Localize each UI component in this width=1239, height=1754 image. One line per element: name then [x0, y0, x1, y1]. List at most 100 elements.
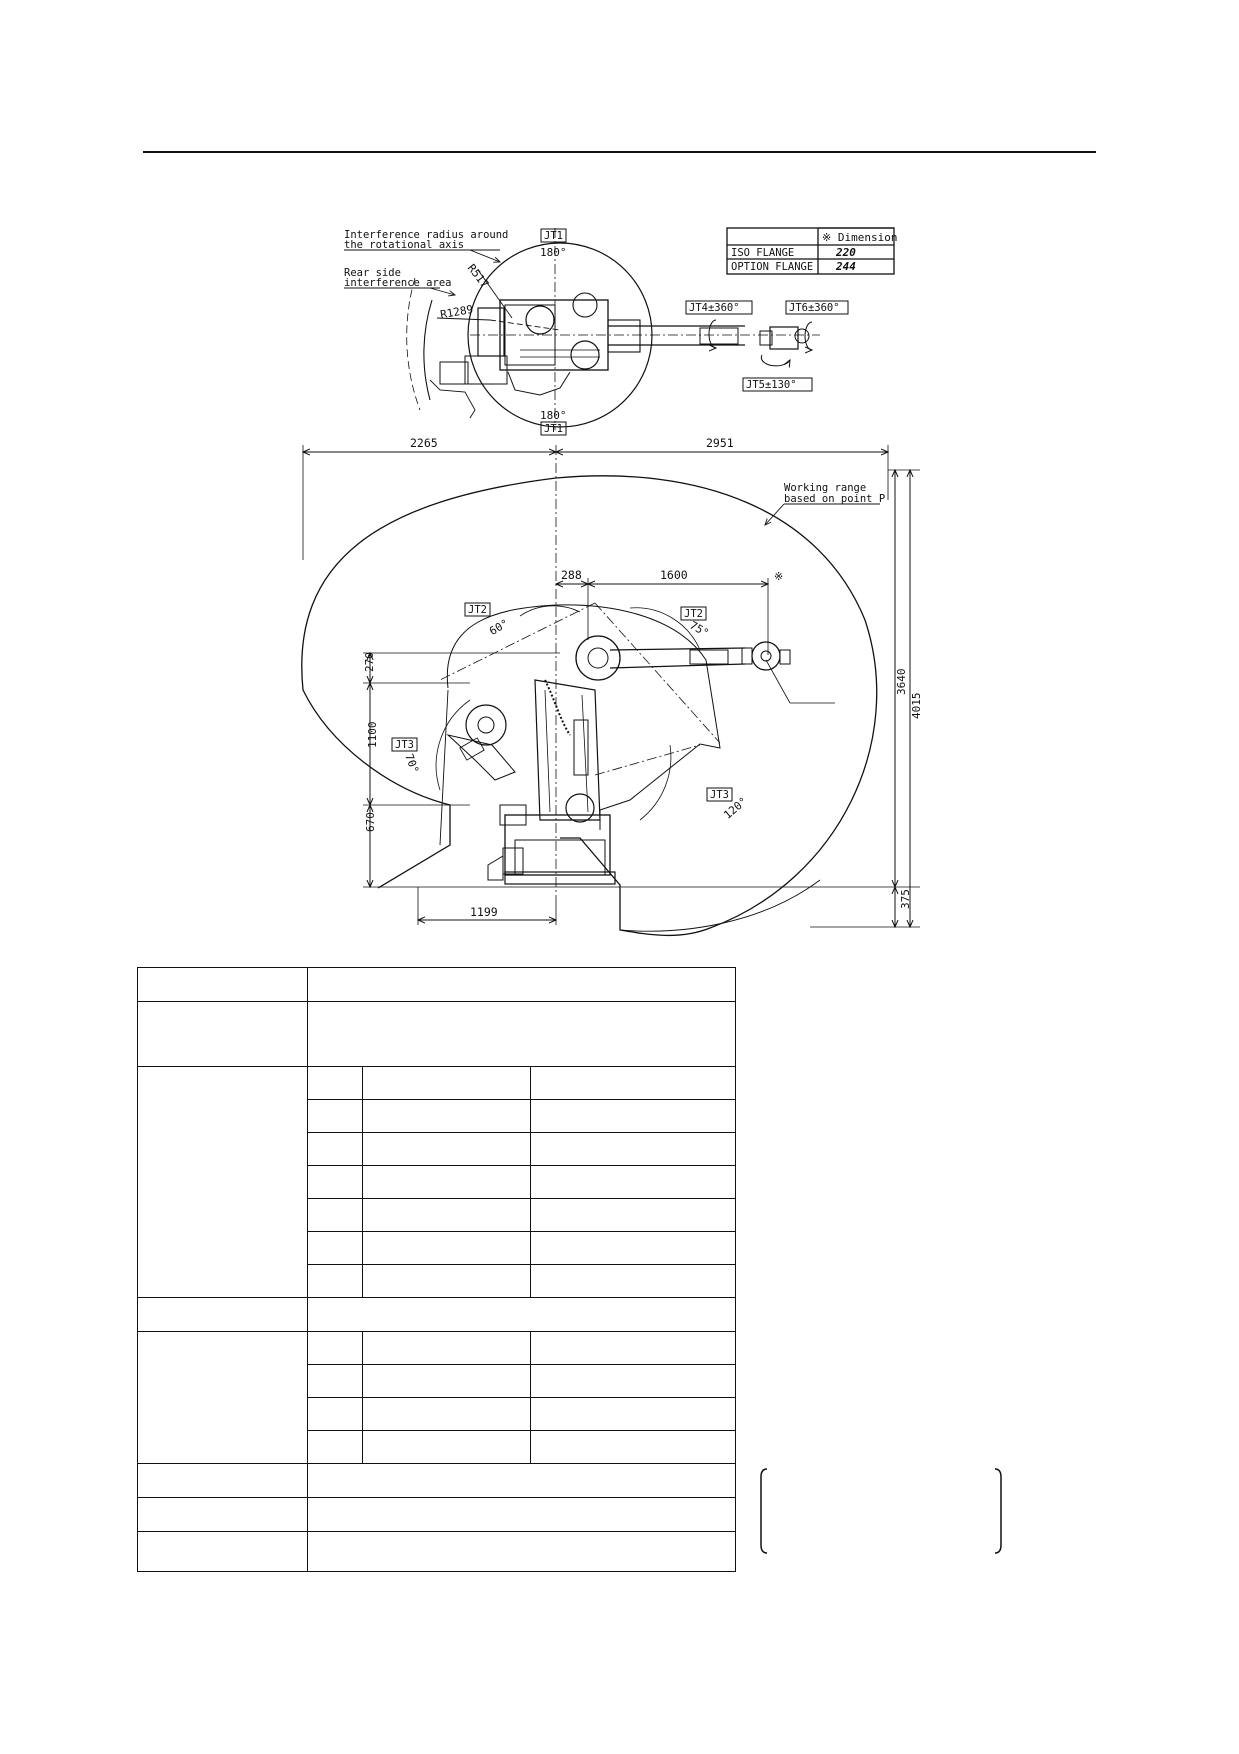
spec-cell: [307, 1264, 363, 1298]
spec-cell: [307, 1066, 363, 1100]
dim-front-reach: 2951: [706, 436, 734, 450]
dim-rear-base: 1199: [470, 905, 498, 919]
jt1-top-tag: JT1: [544, 230, 563, 242]
dim-flange-mark: ※: [774, 570, 783, 583]
spec-cell: [362, 1132, 531, 1166]
jt3-front-tag: JT3: [710, 789, 729, 801]
jt2-rear-tag: JT2: [468, 604, 487, 616]
flange-dimension-table: ※ Dimension ISO FLANGE 220 OPTION FLANGE…: [726, 227, 897, 275]
spec-cell: [362, 1264, 531, 1298]
spec-cell: [137, 1463, 308, 1498]
spec-cell: [307, 1198, 363, 1232]
spec-cell: [307, 1231, 363, 1265]
spec-cell: [307, 1463, 736, 1498]
spec-row: [137, 1463, 736, 1498]
top-view: Interference radius around the rotationa…: [344, 228, 849, 436]
spec-cell: [362, 1331, 531, 1365]
dim-offset: 288: [561, 568, 582, 582]
spec-cell: [362, 1165, 531, 1199]
dim-overall-height: 4015: [910, 693, 923, 720]
flange-table-header: ※ Dimension: [822, 231, 897, 244]
note-bracket: [760, 1468, 1002, 1554]
rear-interference-label-1: Rear side: [344, 267, 401, 279]
spec-cell: [307, 1165, 363, 1199]
spec-row: [138, 1264, 736, 1298]
spec-cell: [137, 1531, 308, 1572]
spec-cell: [307, 1364, 363, 1398]
spec-cell: [530, 1264, 736, 1298]
spec-cell: [362, 1430, 531, 1464]
dim-arm-height: 1100: [366, 722, 379, 749]
spec-cell: [530, 1132, 736, 1166]
working-range-label-1: Working range: [784, 482, 866, 494]
spec-cell: [307, 1397, 363, 1431]
spec-cell: [362, 1066, 531, 1100]
spec-cell: [307, 1001, 736, 1067]
spec-cell: [307, 1099, 363, 1133]
spec-row: [137, 967, 736, 1002]
spec-cell: [530, 1331, 736, 1365]
jt3-rear-tag: JT3: [395, 739, 414, 751]
spec-row: [138, 1132, 736, 1166]
interference-radius-label-1: Interference radius around: [344, 229, 508, 241]
spec-row: [137, 1066, 736, 1298]
spec-cell: [530, 1198, 736, 1232]
specification-table: [137, 967, 736, 1572]
spec-cell: [362, 1198, 531, 1232]
spec-row: [137, 1531, 736, 1572]
side-view: 2265 2951 Working range based on point P…: [301, 436, 923, 937]
spec-row: [138, 1430, 736, 1464]
robot-dimension-drawing: ※ Dimension ISO FLANGE 220 OPTION FLANGE…: [301, 227, 923, 937]
spec-cell: [307, 1132, 363, 1166]
spec-cell: [530, 1165, 736, 1199]
jt1-bottom-angle: 180°: [540, 409, 567, 422]
spec-cell: [362, 1231, 531, 1265]
spec-cell: [530, 1430, 736, 1464]
spec-cell: [137, 1001, 308, 1067]
iso-flange-label: ISO FLANGE: [731, 247, 794, 259]
dim-total-height: 3640: [895, 669, 908, 696]
jt1-top-angle: 180°: [540, 246, 567, 259]
spec-row: [138, 1099, 736, 1133]
dim-rear-reach: 2265: [410, 436, 438, 450]
spec-cell: [137, 1497, 308, 1532]
jt2-front-angle: 75°: [687, 619, 711, 640]
jt2-front-tag: JT2: [684, 608, 703, 620]
spec-cell: [362, 1364, 531, 1398]
radius-r517: R517: [465, 262, 492, 291]
spec-cell: [307, 1430, 363, 1464]
spec-cell: [137, 1297, 308, 1332]
rear-interference-label-2: interference area: [344, 277, 451, 289]
spec-cell: [137, 1066, 308, 1298]
spec-cell: [530, 1364, 736, 1398]
dim-base-height: 670: [364, 812, 377, 832]
jt3-rear-angle: 70°: [402, 752, 421, 775]
jt5-label: JT5±130°: [746, 379, 797, 391]
spec-cell: [307, 1497, 736, 1532]
spec-cell: [307, 967, 736, 1002]
spec-cell: [530, 1099, 736, 1133]
spec-cell: [362, 1099, 531, 1133]
dim-arm-length: 1600: [660, 568, 688, 582]
header-rule: [143, 151, 1096, 153]
interference-radius-label-2: the rotational axis: [344, 239, 464, 251]
dim-below-base: 375: [899, 889, 912, 909]
spec-row: [137, 1297, 736, 1332]
spec-row: [137, 1497, 736, 1532]
spec-cell: [137, 967, 308, 1002]
spec-row: [138, 1165, 736, 1199]
spec-cell: [530, 1231, 736, 1265]
dim-upper-height: 270: [363, 652, 376, 672]
spec-cell: [307, 1297, 736, 1332]
spec-cell: [307, 1331, 363, 1365]
jt2-rear-angle: 60°: [487, 617, 511, 638]
spec-cell: [362, 1397, 531, 1431]
spec-cell: [530, 1066, 736, 1100]
spec-row: [138, 1231, 736, 1265]
jt1-bottom-tag: JT1: [544, 423, 563, 435]
spec-cell: [530, 1397, 736, 1431]
jt6-label: JT6±360°: [789, 302, 840, 314]
spec-row: [137, 1331, 736, 1464]
jt4-label: JT4±360°: [689, 302, 740, 314]
radius-r1289: R1289: [439, 303, 474, 322]
